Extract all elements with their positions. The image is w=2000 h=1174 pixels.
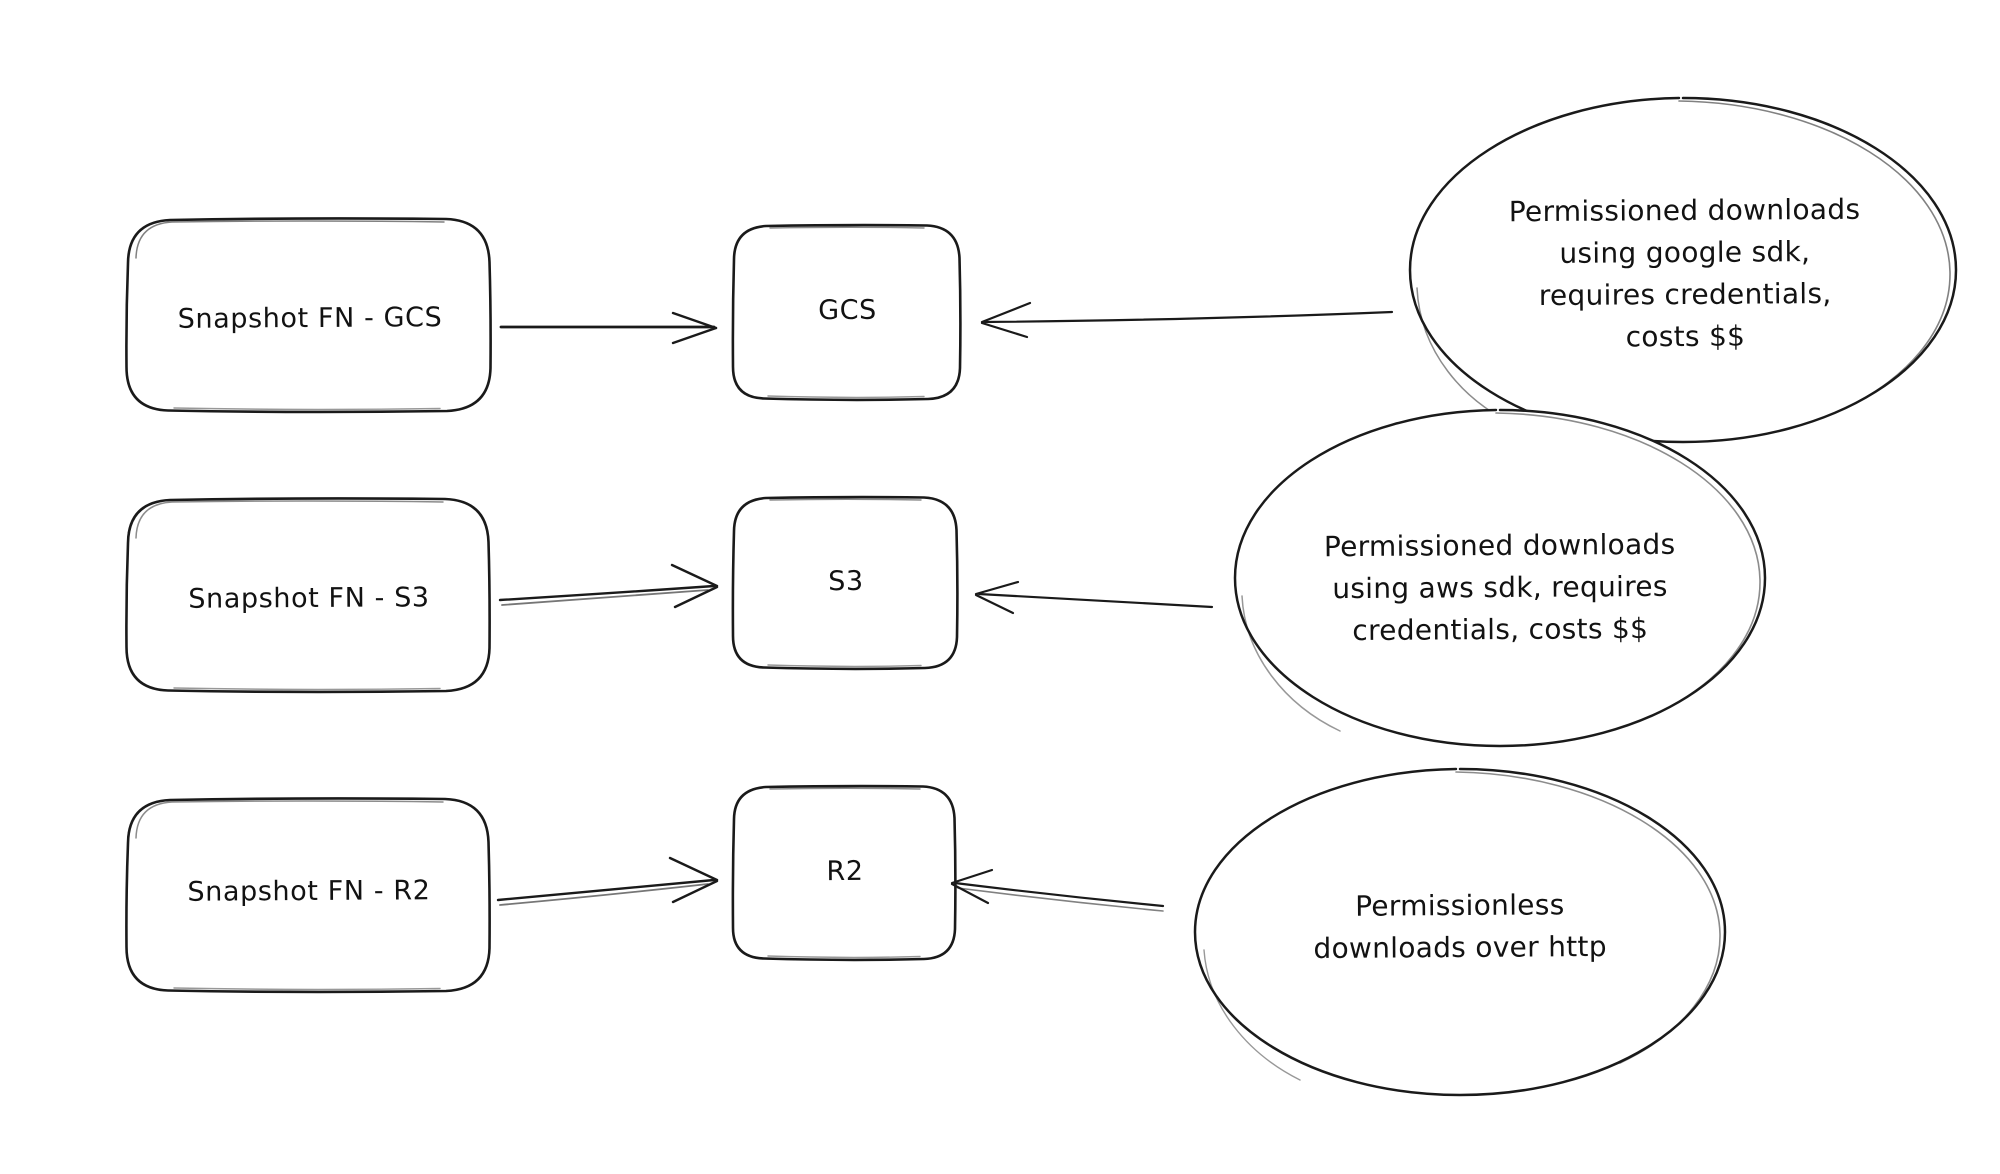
node-snapshot-fn-gcs[interactable]: [125, 217, 492, 414]
arrow-snapshot-gcs-to-gcs: [499, 311, 718, 345]
node-r2[interactable]: [731, 784, 957, 962]
node-s3[interactable]: [731, 495, 959, 671]
note-ellipse-s3[interactable]: [1233, 408, 1767, 748]
note-ellipse-r2[interactable]: [1193, 767, 1727, 1097]
arrow-note-s3-to-s3: [974, 580, 1214, 615]
node-snapshot-fn-r2[interactable]: [125, 797, 491, 994]
arrow-snapshot-r2-to-r2: [496, 856, 719, 906]
arrow-note-r2-to-r2: [950, 868, 1165, 912]
note-ellipse-gcs[interactable]: [1408, 96, 1958, 444]
node-snapshot-fn-s3[interactable]: [125, 497, 491, 694]
arrow-note-gcs-to-gcs: [980, 301, 1394, 339]
arrow-snapshot-s3-to-s3: [498, 563, 719, 609]
node-gcs[interactable]: [731, 223, 962, 402]
